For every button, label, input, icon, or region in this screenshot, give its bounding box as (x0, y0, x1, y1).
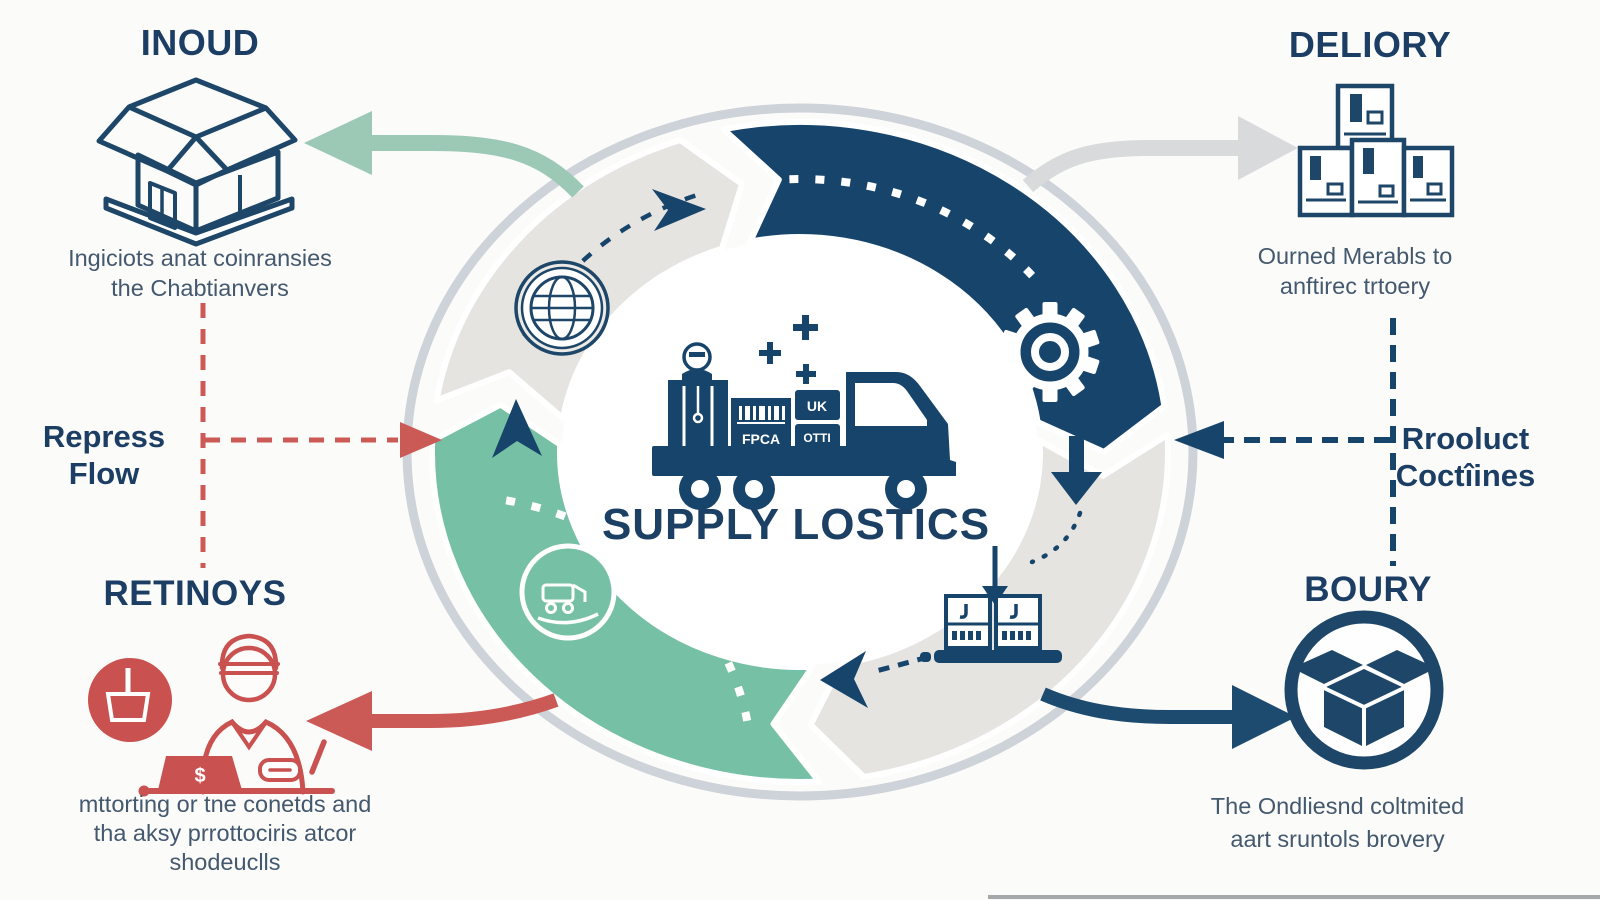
caption-delivery: Ourned Merabls to anftirec trtoery (1195, 241, 1515, 301)
connector-arrows (304, 111, 1298, 751)
gray-connector (1022, 140, 1238, 193)
truck-icon: FPCA UK OTTI (652, 315, 956, 510)
down-arrow-stem (1069, 436, 1084, 476)
red-arrow-icon (306, 691, 372, 751)
ring-segment-teal (428, 401, 823, 785)
plus-icons (759, 315, 818, 384)
navy-arrow-icon (1232, 685, 1296, 749)
open-box-icon (96, 77, 298, 247)
bottom-edge-line (988, 895, 1600, 899)
caption-line: anftirec trtoery (1279, 273, 1431, 299)
gear-icon (1000, 302, 1100, 402)
caption-line: The Ondliesnd coltmited (1210, 793, 1465, 819)
pallet-boxes-icon (920, 594, 1062, 663)
navy-dashed-arrow-icon (1174, 421, 1224, 459)
caption-line: the Chabtianvers (111, 275, 289, 301)
laptop-dollar-label: $ (194, 765, 205, 787)
heading-boury: BOURY (1304, 570, 1432, 609)
flow-arrow-top-icon (652, 189, 706, 231)
red-dashed-arrow-icon (400, 422, 442, 458)
label-product-coctiines: Rrooluct Coctîines (1368, 420, 1563, 494)
caption-boury: The Ondliesnd coltmited aart sruntols br… (1155, 790, 1520, 856)
forklift-badge-icon (519, 543, 617, 641)
caption-returns: mttorting or tne conetds and tha aksy pr… (35, 790, 415, 877)
stamp-icon (88, 658, 172, 742)
box-label: UK (807, 398, 827, 414)
down-arrow-icon (1051, 472, 1102, 505)
label-line: Coctîines (1395, 458, 1536, 493)
diagram-title: SUPPLY LOSTICS (601, 500, 991, 549)
teal-arrow-icon (304, 111, 372, 175)
caption-line: Ingiciots anat coinransies (68, 245, 332, 271)
caption-line: Ourned Merabls to (1257, 243, 1453, 269)
caption-inbound: Ingiciots anat coinransies the Chabtianv… (25, 243, 375, 303)
flow-arrow-left-icon (492, 399, 542, 458)
stacked-boxes-icon (1297, 83, 1455, 218)
boxed-package-icon (1284, 610, 1444, 770)
caption-line: mttorting or tne conetds and (78, 791, 372, 817)
box-label: OTTI (803, 431, 830, 445)
crate-label: FPCA (742, 431, 780, 447)
caption-line: aart sruntols brovery (1230, 826, 1445, 852)
dashed-connector (871, 654, 929, 675)
caption-line: shodeuclls (169, 849, 281, 875)
teal-connector (372, 135, 584, 198)
gray-arrow-icon (1238, 116, 1298, 180)
red-connector (372, 693, 559, 728)
heading-delivery: DELIORY (1288, 24, 1452, 65)
worker-with-laptop-icon (138, 633, 335, 797)
label-line: Rrooluct (1401, 421, 1530, 456)
flow-arrow-bottom-icon (820, 651, 868, 708)
label-repress-flow: Repress Flow (18, 418, 190, 492)
navy-connector (1040, 687, 1232, 724)
label-line: Flow (68, 456, 140, 491)
heading-returns: RETINOYS (103, 574, 287, 613)
caption-line: tha aksy prrottociris atcor (93, 820, 357, 846)
label-line: Repress (42, 419, 166, 454)
heading-inbound: INOUD (140, 22, 260, 63)
globe-icon (514, 260, 610, 356)
